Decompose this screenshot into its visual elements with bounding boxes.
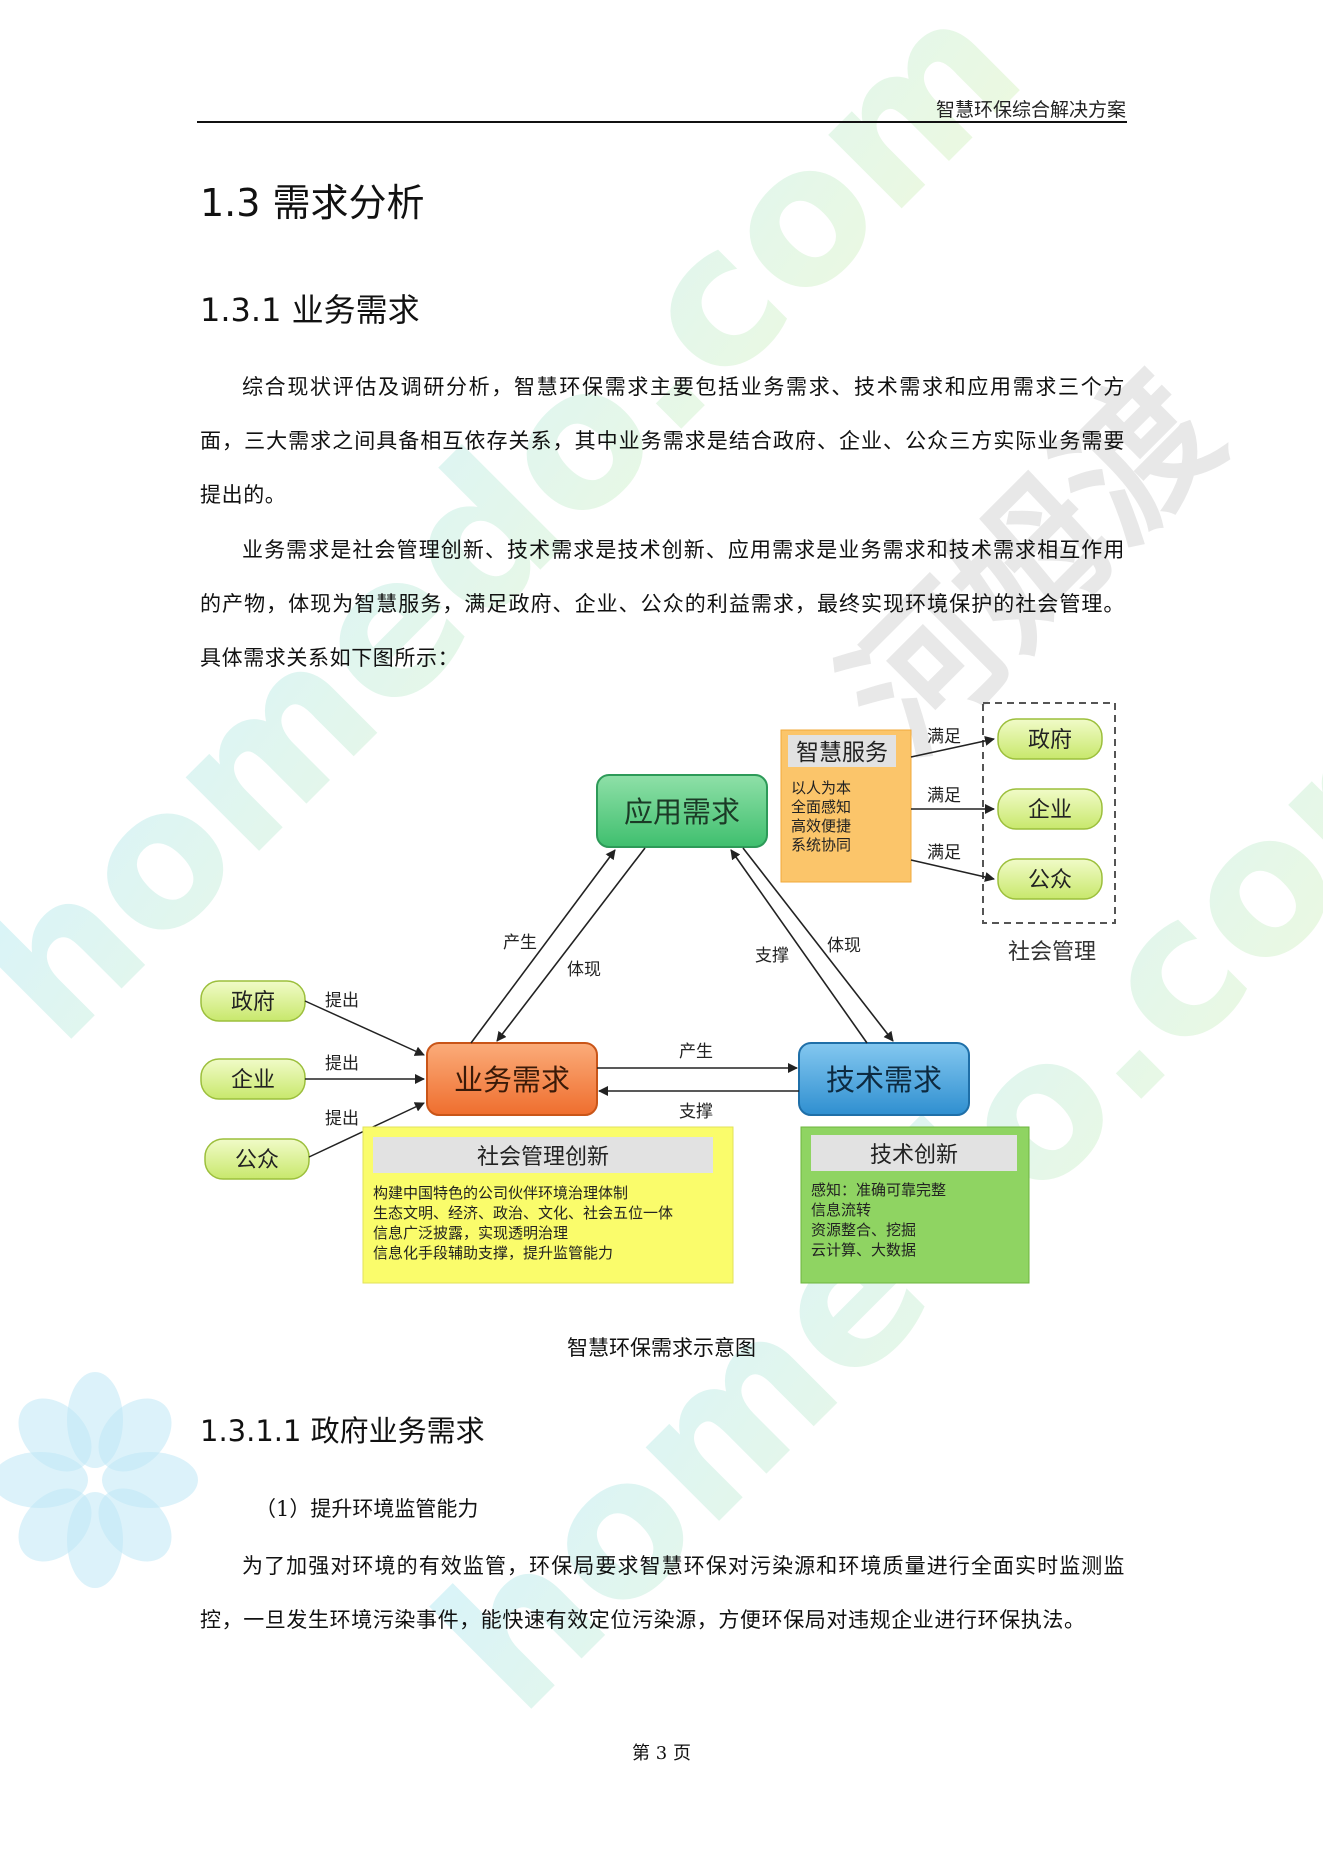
right-entity-government-label: 政府 xyxy=(1028,728,1072,753)
paragraph-1: 综合现状评估及调研分析，智慧环保需求主要包括业务需求、技术需求和应用需求三个方面… xyxy=(200,375,1125,507)
smart-service-item: 以人为本 xyxy=(791,779,851,797)
subsection-title: 1.3.1 业务需求 xyxy=(200,291,420,329)
header-title: 智慧环保综合解决方案 xyxy=(935,99,1126,121)
application-demand-node: 应用需求 xyxy=(596,774,768,848)
left-entity-public: 公众 xyxy=(204,1138,310,1180)
embody-arrow-app-to-tech xyxy=(742,847,894,1042)
social-innovation-item: 信息化手段辅助支撑，提升监管能力 xyxy=(373,1244,613,1262)
smart-service-item: 系统协同 xyxy=(791,836,851,854)
subsubsection-title: 1.3.1.1 政府业务需求 xyxy=(200,1414,485,1448)
social-innovation-item: 信息广泛披露，实现透明治理 xyxy=(373,1224,568,1242)
left-entity-government-label: 政府 xyxy=(231,990,275,1015)
right-entity-government: 政府 xyxy=(997,718,1103,760)
figure-caption: 智慧环保需求示意图 xyxy=(567,1336,756,1360)
smart-service-item: 全面感知 xyxy=(791,798,851,816)
page-number: 第 3 页 xyxy=(632,1743,691,1764)
embody-arrow-app-to-biz xyxy=(496,847,646,1042)
right-entity-enterprise-label: 企业 xyxy=(1028,798,1072,823)
support-label: 支撑 xyxy=(679,1102,713,1122)
smart-service-item: 高效便捷 xyxy=(791,817,851,835)
section-title: 1.3 需求分析 xyxy=(200,181,425,225)
social-innovation-item: 构建中国特色的公司伙伴环境治理体制 xyxy=(373,1184,628,1202)
social-innovation-title: 社会管理创新 xyxy=(477,1145,609,1170)
tech-innovation-item: 感知：准确可靠完整 xyxy=(811,1181,946,1199)
social-innovation-title-bg xyxy=(373,1137,713,1173)
smart-service-title-bg xyxy=(788,735,896,767)
satisfy-label: 满足 xyxy=(927,786,961,806)
tech-innovation-item: 资源整合、挖掘 xyxy=(811,1221,916,1239)
propose-label: 提出 xyxy=(325,991,359,1011)
propose-label: 提出 xyxy=(325,1054,359,1074)
business-demand-label: 业务需求 xyxy=(454,1063,570,1097)
header-divider xyxy=(197,121,1127,123)
produce-arrow-biz-to-app xyxy=(470,849,616,1044)
watermark-flower-icon xyxy=(0,1372,198,1588)
social-management-box xyxy=(982,702,1116,924)
application-demand-label: 应用需求 xyxy=(624,795,740,829)
left-entity-government: 政府 xyxy=(200,980,306,1022)
support-arrow-tech-to-app xyxy=(730,849,868,1044)
embody-label: 体现 xyxy=(827,936,861,956)
smart-service-title: 智慧服务 xyxy=(796,740,888,766)
right-entity-public-label: 公众 xyxy=(1028,868,1072,893)
satisfy-label: 满足 xyxy=(927,843,961,863)
tech-innovation-item: 云计算、大数据 xyxy=(811,1241,916,1259)
embody-label: 体现 xyxy=(567,960,601,980)
propose-arrow-government xyxy=(304,1000,425,1056)
produce-label: 产生 xyxy=(679,1042,713,1062)
satisfy-arrow-government xyxy=(910,736,995,758)
propose-label: 提出 xyxy=(325,1109,359,1129)
demand-diagram: 社会管理 政府 企业 公众 智慧服务 以人为本 全面感知 高效便捷 系统协同 满… xyxy=(200,702,1116,1284)
left-entity-enterprise-label: 企业 xyxy=(231,1068,275,1093)
business-demand-node: 业务需求 xyxy=(426,1042,598,1116)
tech-innovation-item: 信息流转 xyxy=(811,1201,871,1219)
satisfy-label: 满足 xyxy=(927,727,961,747)
right-entity-public: 公众 xyxy=(997,858,1103,900)
paragraph-3: 为了加强对环境的有效监管，环保局要求智慧环保对污染源和环境质量进行全面实时监测监… xyxy=(200,1554,1125,1632)
left-entity-public-label: 公众 xyxy=(235,1148,279,1173)
tech-innovation-title: 技术创新 xyxy=(870,1143,958,1168)
technology-demand-node: 技术需求 xyxy=(798,1042,970,1116)
left-entity-enterprise: 企业 xyxy=(200,1058,306,1100)
technology-demand-label: 技术需求 xyxy=(826,1063,942,1097)
tech-innovation-title-bg xyxy=(811,1135,1017,1171)
produce-label: 产生 xyxy=(503,933,537,953)
subpoint-heading: （1）提升环境监管能力 xyxy=(255,1497,479,1521)
right-entity-enterprise: 企业 xyxy=(997,788,1103,830)
social-management-label: 社会管理 xyxy=(1008,940,1096,965)
support-label: 支撑 xyxy=(755,946,789,966)
social-innovation-item: 生态文明、经济、政治、文化、社会五位一体 xyxy=(373,1204,673,1222)
satisfy-arrow-public xyxy=(910,859,995,882)
paragraph-2: 业务需求是社会管理创新、技术需求是技术创新、应用需求是业务需求和技术需求相互作用… xyxy=(200,538,1125,670)
